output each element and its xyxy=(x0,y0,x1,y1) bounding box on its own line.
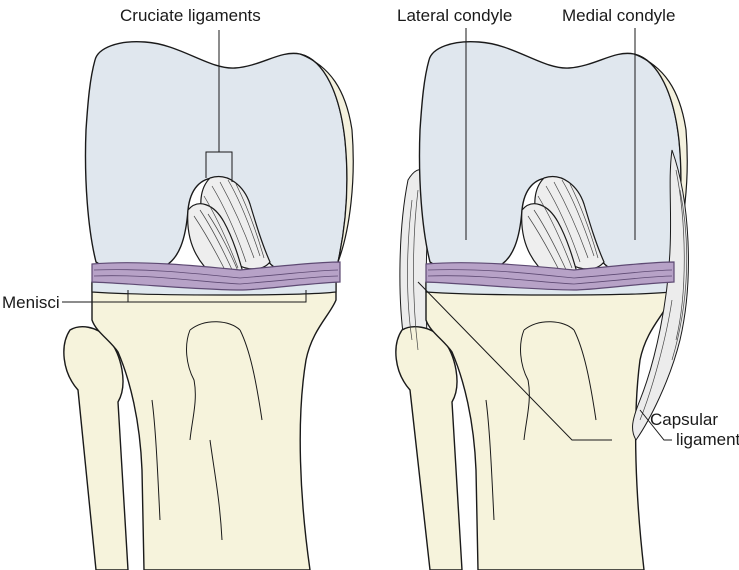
medial-condyle-label: Medial condyle xyxy=(562,6,675,26)
left-knee xyxy=(62,30,353,570)
left-fibula xyxy=(64,327,128,570)
right-knee xyxy=(396,28,689,570)
left-tibia xyxy=(92,282,336,570)
capsular-ligaments-label-line1: Capsular xyxy=(650,410,718,430)
capsular-ligaments-label-line2: ligaments xyxy=(676,430,739,450)
cruciate-ligaments-label: Cruciate ligaments xyxy=(120,6,261,26)
lateral-condyle-label: Lateral condyle xyxy=(397,6,512,26)
right-fibula xyxy=(396,327,462,570)
menisci-label: Menisci xyxy=(2,293,60,313)
